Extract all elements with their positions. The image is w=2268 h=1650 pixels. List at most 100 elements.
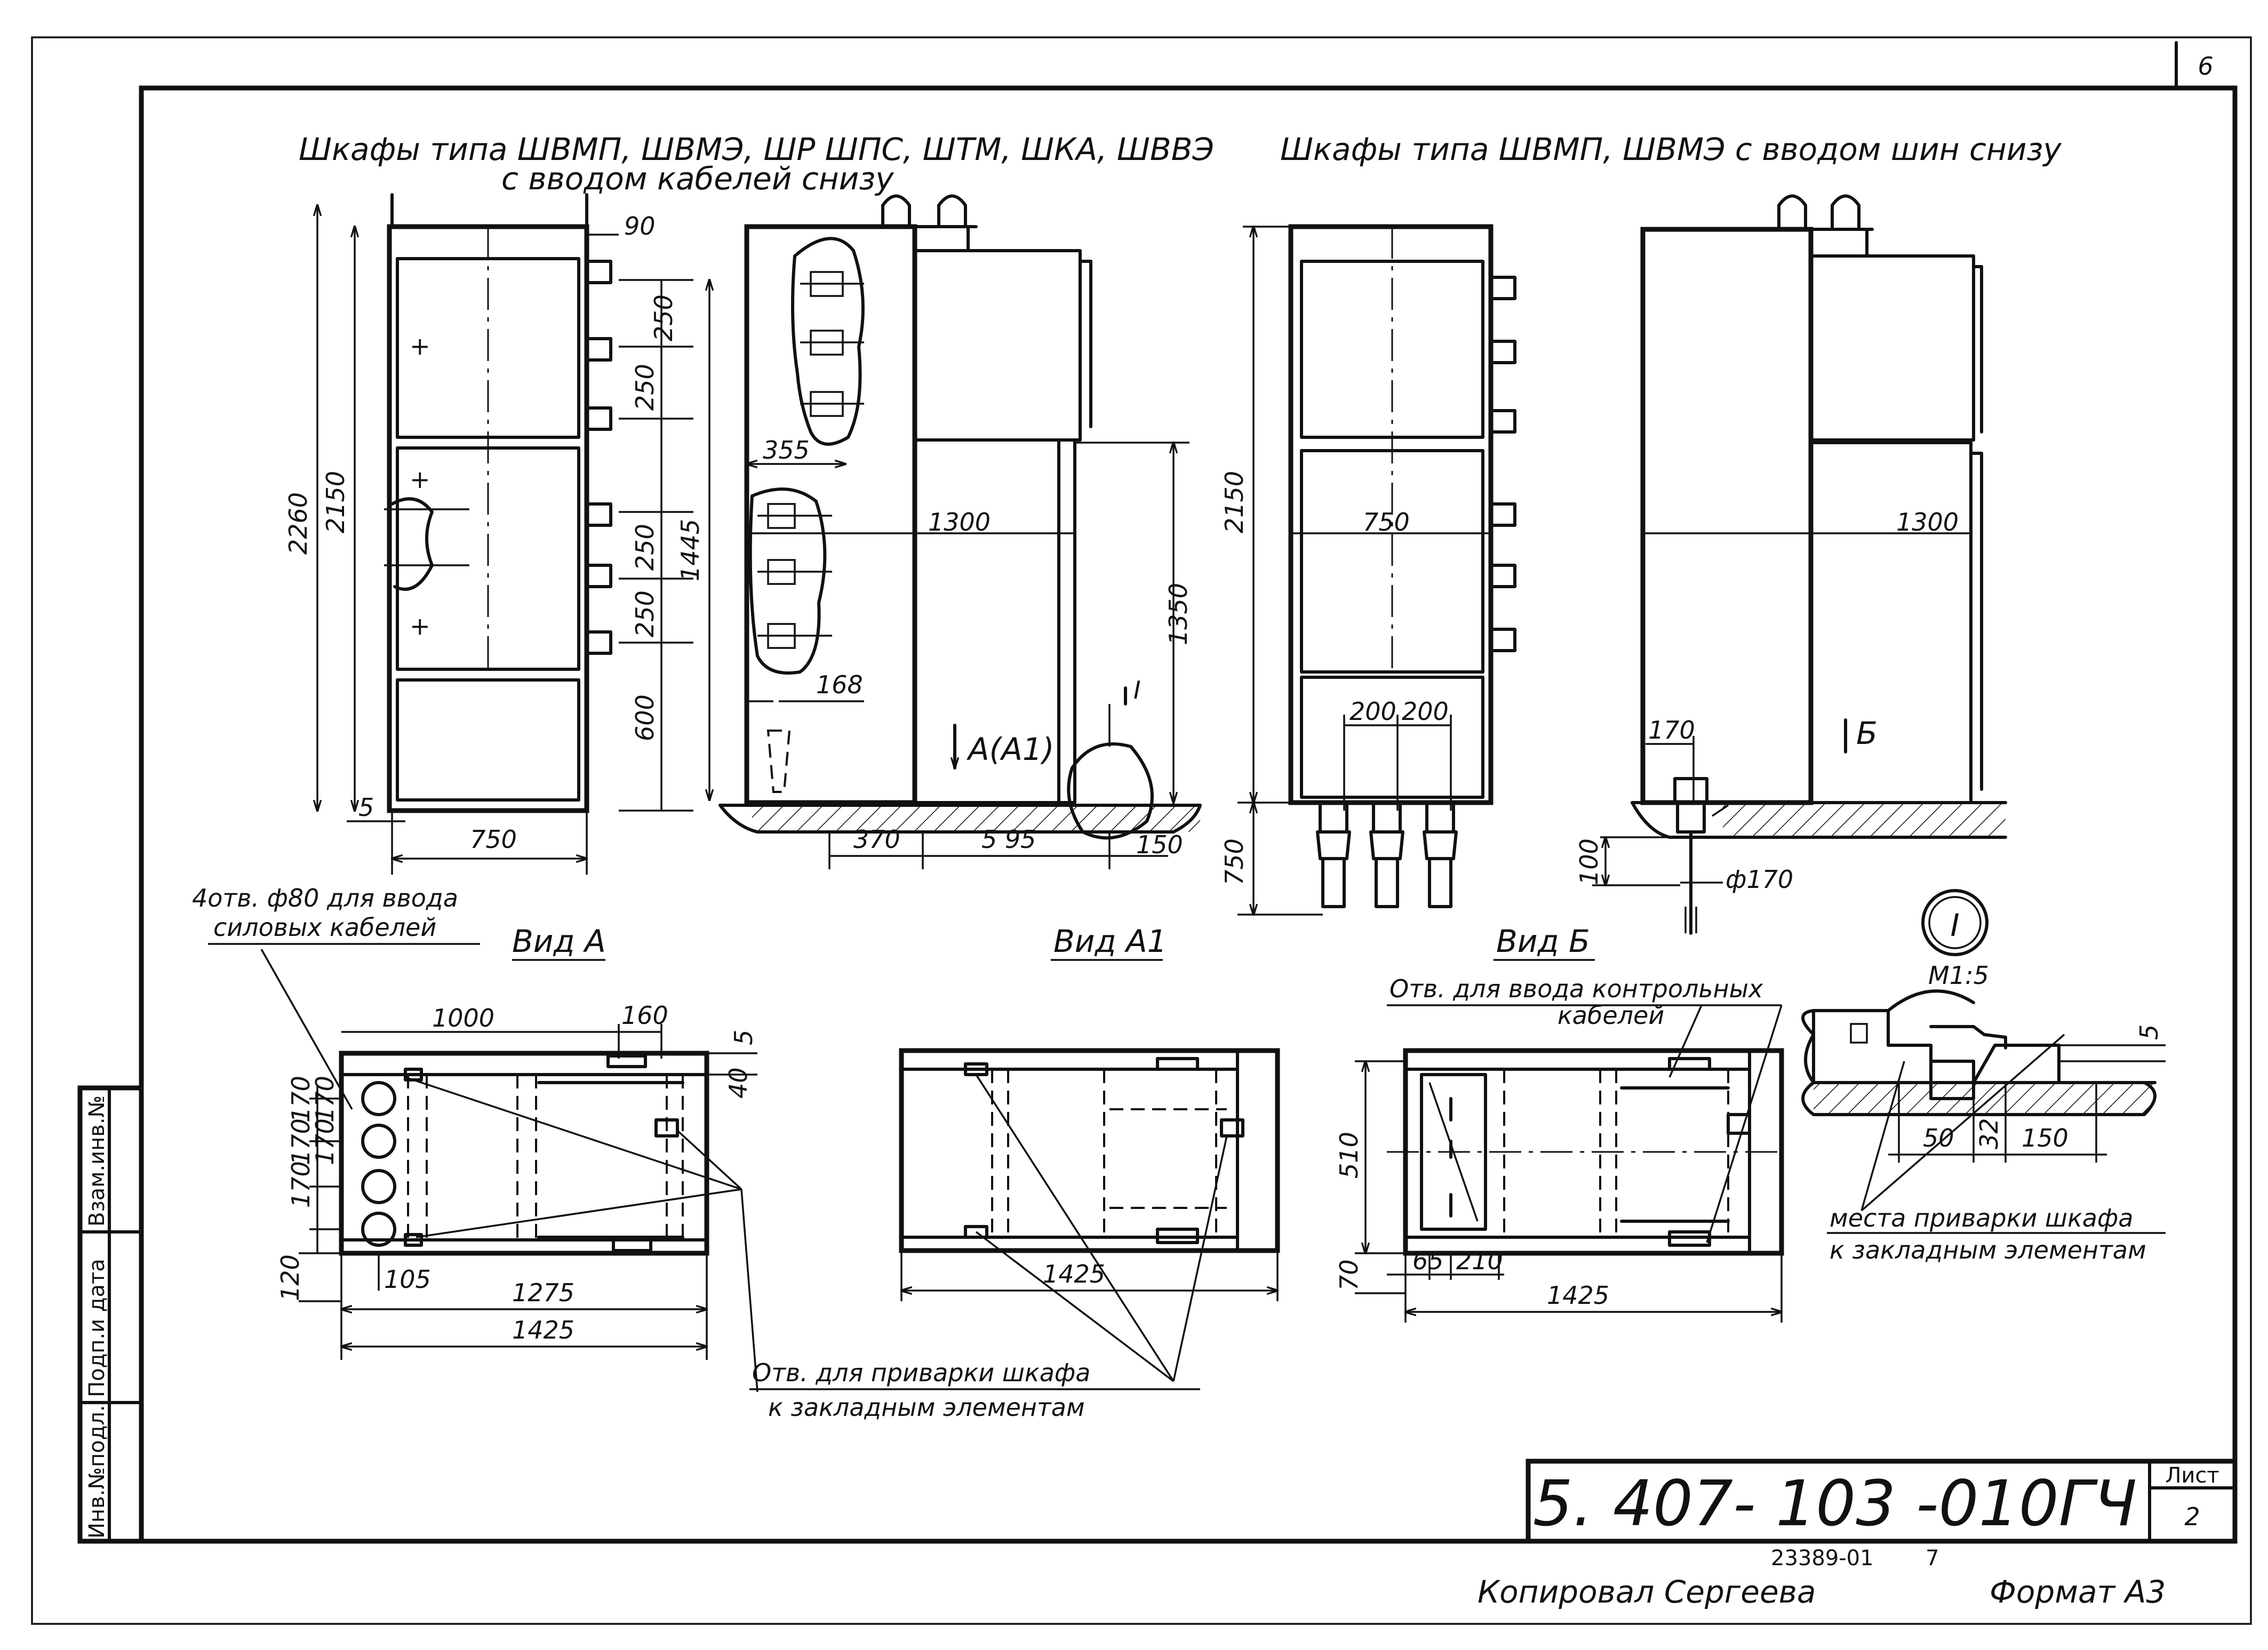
- dim-e32: 32: [1975, 1118, 2003, 1149]
- dim-r200-a: 200: [1349, 697, 1396, 726]
- dim-r170: 170: [1648, 716, 1695, 744]
- dim-c510: 510: [1335, 1132, 1363, 1179]
- dim-e5: 5: [2135, 1024, 2163, 1040]
- weld-note-line2: к закладным элементам: [768, 1393, 1085, 1422]
- detail-circle-label: I: [1950, 907, 1959, 943]
- dim-c65: 65: [1412, 1246, 1444, 1275]
- dim-a1425: 1425: [512, 1316, 574, 1344]
- ctrl-note-line2: кабелей: [1558, 1001, 1664, 1030]
- dim-250-b: 250: [630, 364, 659, 411]
- dim-150: 150: [1136, 830, 1183, 859]
- dim-r100: 100: [1575, 838, 1603, 885]
- insulators-upper: [800, 271, 864, 417]
- title-block: 5. 407- 103 -010ГЧ Лист 2: [1526, 1459, 2238, 1544]
- dim-c70: 70: [1335, 1259, 1363, 1291]
- document-code: 5. 407- 103 -010ГЧ: [1533, 1467, 2137, 1540]
- dim-a5: 5: [729, 1030, 758, 1045]
- inventory-number: 23389-01: [1771, 1546, 1874, 1571]
- inventory-suffix: 7: [1926, 1546, 1939, 1571]
- dim-2260: 2260: [284, 492, 313, 555]
- corner-tab: 6: [2175, 41, 2214, 90]
- dim-1445: 1445: [676, 519, 705, 581]
- bus-entries-bottom: [1316, 801, 1458, 908]
- inner-frame: [139, 85, 2238, 1544]
- dim-250-d: 250: [630, 590, 659, 637]
- stamp-replacement: Взам.инв.№: [85, 1095, 109, 1227]
- dim-a120: 120: [276, 1254, 305, 1301]
- dim-168: 168: [816, 670, 863, 699]
- dim-a160: 160: [621, 1001, 668, 1030]
- plan-view-a: 1000 160 5 40 170 170 170 170 170 120 10…: [260, 949, 758, 1392]
- sheet-label: Лист: [2165, 1463, 2219, 1488]
- dim-a170-a: 170: [286, 1076, 315, 1123]
- dim-a1275: 1275: [512, 1278, 574, 1307]
- dim-a170-e: 170: [310, 1118, 339, 1165]
- svg-text:+: +: [410, 465, 430, 494]
- right-bushings: [585, 260, 612, 655]
- detail-i: 5 50 32 150 места приварки шкафа к закла…: [1801, 989, 2166, 1264]
- copied-by: Копировал Сергеева: [1478, 1574, 1816, 1610]
- title-left-sub: с вводом кабелей снизу: [501, 161, 894, 197]
- dim-a40: 40: [724, 1067, 753, 1099]
- dim-2150: 2150: [321, 471, 350, 533]
- outer-frame: [31, 36, 2252, 1625]
- dim-600: 600: [630, 694, 659, 741]
- dim-r1300: 1300: [1896, 508, 1959, 536]
- dim-c210: 210: [1456, 1246, 1503, 1275]
- dim-r750: 750: [1363, 508, 1410, 536]
- dim-1350: 1350: [1164, 583, 1193, 645]
- stamp-signature: Подп.и дата: [85, 1259, 109, 1397]
- dim-c1425: 1425: [1547, 1281, 1609, 1310]
- dim-b1425: 1425: [1043, 1260, 1105, 1288]
- view-a-label: Вид А: [512, 923, 606, 959]
- dim-r750v: 750: [1220, 838, 1249, 885]
- cabinet-side-right: 1300 Б 170 100 ф170: [1575, 194, 2007, 935]
- section-mark: I: [1133, 676, 1141, 704]
- dim-e150: 150: [2022, 1124, 2069, 1152]
- corner-mark: 6: [2198, 52, 2213, 81]
- dim-355: 355: [763, 436, 810, 464]
- cabinet-front-right: 2150 750 200 200 750: [1220, 224, 1516, 915]
- dim-a170-d: 170: [310, 1076, 339, 1123]
- dim-r170-diam: ф170: [1726, 865, 1793, 894]
- dim-250-c: 250: [630, 524, 659, 571]
- dim-250-a: 250: [649, 294, 678, 341]
- view-b-marker: Б: [1856, 715, 1878, 751]
- view-a-marker: А(А1): [966, 731, 1055, 767]
- plan-view-b: 510 70 65 210 1425: [1335, 1005, 1784, 1323]
- cabinet-side-left: 355 1300 168 1350 А(А1) I 370 5 95 150: [718, 194, 1202, 869]
- svg-text:+: +: [410, 612, 430, 640]
- detail-scale: М1:5: [1928, 961, 1989, 990]
- place-note-line1: места приварки шкафа: [1830, 1204, 2133, 1232]
- dim-1300: 1300: [928, 508, 991, 536]
- dim-a170-b: 170: [286, 1118, 315, 1165]
- holes-note-line2: силовых кабелей: [213, 913, 436, 942]
- cabinet-front-left: + + + 2260 2150 90 250 250 250 250 144: [284, 193, 709, 875]
- place-note-line2: к закладным элементам: [1830, 1236, 2146, 1264]
- bushings-right: [1489, 276, 1516, 652]
- dim-90: 90: [624, 212, 656, 241]
- view-a1-label: Вид А1: [1053, 923, 1167, 959]
- dim-370: 370: [853, 825, 900, 854]
- dim-r2150: 2150: [1220, 471, 1249, 533]
- title-right: Шкафы типа ШВМП, ШВМЭ с вводом шин снизу: [1280, 131, 2062, 167]
- holes-note-line1: 4отв. ф80 для ввода: [192, 884, 458, 912]
- dim-a105: 105: [384, 1265, 431, 1294]
- ctrl-note-line1: Отв. для ввода контрольных: [1389, 974, 1763, 1003]
- sheet-number: 2: [2184, 1502, 2200, 1531]
- dim-a1000: 1000: [432, 1004, 494, 1032]
- dim-e50: 50: [1923, 1124, 1954, 1152]
- svg-text:+: +: [410, 332, 430, 361]
- dim-5: 5: [358, 793, 374, 822]
- title-left: Шкафы типа ШВМП, ШВМЭ, ШР ШПС, ШТМ, ШКА,…: [299, 131, 1214, 167]
- stamp-inventory: Инв.№подл.: [85, 1405, 109, 1539]
- view-b-label: Вид Б: [1496, 923, 1590, 959]
- dim-750: 750: [470, 825, 517, 854]
- insulators-lower: [757, 503, 832, 649]
- side-stamp: Инв.№подл. Подп.и дата Взам.инв.№: [77, 1085, 144, 1544]
- detail-i-marker: I М1:5: [1921, 889, 1989, 990]
- plan-view-a1: 1425: [899, 1048, 1280, 1382]
- dim-r200-b: 200: [1402, 697, 1449, 726]
- dim-a170-c: 170: [286, 1161, 315, 1208]
